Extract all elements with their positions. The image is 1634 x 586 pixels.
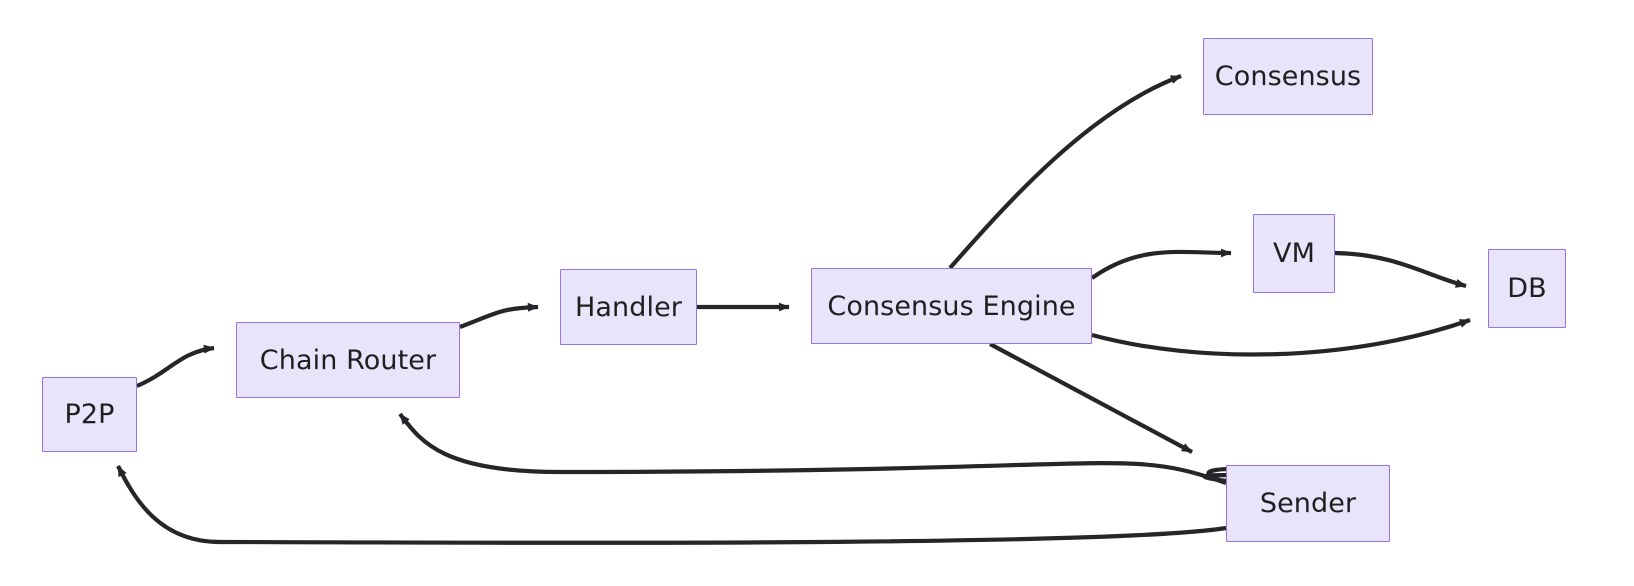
node-p2p[interactable]: P2P — [42, 377, 137, 452]
edge-sender-to-p2p — [116, 465, 1227, 545]
edge-consensus-engine-to-vm — [1090, 248, 1232, 280]
node-chain-router-label: Chain Router — [259, 344, 437, 376]
node-consensus-engine-label: Consensus Engine — [827, 290, 1076, 322]
node-consensus[interactable]: Consensus — [1203, 38, 1373, 115]
edge-p2p-to-chain-router — [136, 344, 215, 388]
edge-consensus-engine-to-sender — [989, 342, 1193, 454]
edge-chain-router-to-handler — [459, 302, 539, 329]
node-db[interactable]: DB — [1488, 249, 1566, 328]
node-sender[interactable]: Sender — [1226, 465, 1390, 542]
edge-vm-to-db — [1334, 250, 1467, 289]
node-handler-label: Handler — [574, 291, 682, 323]
node-p2p-label: P2P — [64, 399, 115, 430]
node-consensus-label: Consensus — [1214, 61, 1362, 92]
node-vm[interactable]: VM — [1253, 214, 1335, 293]
node-handler[interactable]: Handler — [560, 269, 697, 345]
edge-consensus-engine-to-db — [1091, 318, 1471, 357]
node-chain-router[interactable]: Chain Router — [236, 322, 460, 398]
node-consensus-engine[interactable]: Consensus Engine — [811, 268, 1092, 344]
node-db-label: DB — [1507, 273, 1547, 304]
node-sender-label: Sender — [1259, 488, 1357, 519]
node-vm-label: VM — [1273, 238, 1315, 269]
edge-sender-to-chain-router-path — [398, 412, 1227, 485]
edge-consensus-engine-to-consensus — [948, 74, 1182, 270]
